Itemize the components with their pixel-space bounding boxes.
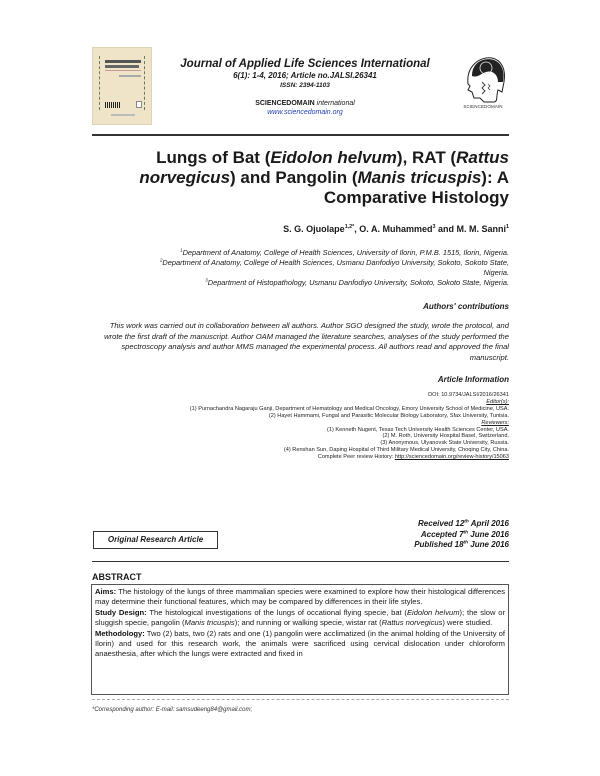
date-ordinal: th: [463, 529, 469, 535]
peer-review-label: Complete Peer review History:: [317, 454, 395, 461]
author-list: S. G. Ojuolape1,2*, O. A. Muhammed3 and …: [92, 224, 509, 234]
author-affiliation-marker: 1: [506, 224, 509, 230]
received-date: Received 12th April 2016: [300, 519, 509, 530]
affiliation-item: 3Department of Histopathology, Usmanu Da…: [92, 278, 509, 288]
aims-label: Aims:: [95, 587, 117, 596]
cover-title-line: [105, 60, 141, 63]
affiliation-text: Department of Histopathology, Usmanu Dan…: [207, 278, 509, 287]
author-name: S. G. Ojuolape: [283, 224, 345, 234]
affiliation-item: 2Department of Anatomy, College of Healt…: [92, 258, 509, 278]
corresponding-author-footnote: *Corresponding author: E-mail: samsudeen…: [92, 707, 253, 713]
editors-label: Editor(s):: [486, 398, 509, 405]
affiliation-text: Department of Anatomy, College of Health…: [162, 258, 509, 277]
date-text: Accepted 7: [420, 529, 464, 539]
author-name: M. M. Sanni: [456, 224, 507, 234]
doi: DOI: 10.9734/JALSI/2016/26341: [428, 392, 509, 398]
aims-text: The histology of the lungs of three mamm…: [95, 587, 505, 607]
journal-title: Journal of Applied Life Sciences Interna…: [180, 58, 430, 70]
affiliation-item: 1Department of Anatomy, College of Healt…: [92, 248, 509, 258]
cover-subtitle-line: [119, 75, 141, 77]
title-species: Eidolon helvum: [270, 148, 397, 167]
title-species: Manis tricuspis: [357, 168, 482, 187]
article-information: DOI: 10.9734/JALSI/2016/26341 Editor(s):…: [92, 392, 509, 461]
journal-volume: 6(1): 1-4, 2016; Article no.JALSI.26341: [233, 71, 377, 80]
author-separator: and: [435, 224, 457, 234]
study-design-text: ); and running or walking specie, wistar…: [234, 618, 382, 628]
cover-footer-line: [111, 114, 135, 116]
publisher-suffix: international: [316, 100, 355, 107]
author-affiliation-marker: 3: [432, 224, 436, 230]
article-title: Lungs of Bat (Eidolon helvum), RAT (Ratt…: [92, 148, 509, 208]
contributions-text: This work was carried out in collaborati…: [104, 321, 509, 362]
publisher-website-link[interactable]: www.sciencedomain.org: [267, 109, 343, 116]
peer-review-link[interactable]: http://sciencedomain.org/review-history/…: [394, 454, 509, 461]
journal-issn: ISSN: 2394-1103: [280, 82, 330, 89]
methodology-label: Methodology:: [95, 628, 145, 638]
species-name: Manis tricuspis: [184, 618, 235, 628]
study-design-label: Study Design:: [95, 607, 147, 617]
editor-item: (2) Hayet Hammami, Fungal and Parasitic …: [268, 412, 509, 419]
abstract-box: Aims: The histology of the lungs of thre…: [91, 584, 509, 695]
affiliation-marker: 1: [180, 247, 183, 253]
study-design-text: ) were studied.: [442, 618, 493, 628]
publication-dates: Received 12th April 2016 Accepted 7th Ju…: [300, 519, 509, 551]
species-name: Eidolon helvum: [406, 607, 460, 617]
methodology-text: Two (2) bats, two (2) rats and one (1) p…: [95, 628, 505, 659]
logo-caption: SCIENCEDOMAIN: [463, 104, 503, 109]
publisher-name: SCIENCEDOMAIN: [255, 100, 315, 107]
footnote-rule: [92, 699, 509, 700]
title-part: ), RAT (: [396, 148, 457, 167]
reviewer-item: (2) M. Roth, University Hospital Basel, …: [382, 433, 509, 440]
head-brain-logo-icon: [467, 57, 505, 103]
author-name: O. A. Muhammed: [359, 224, 433, 234]
cover-spine-left: [99, 56, 100, 110]
date-text: Published 18: [414, 540, 464, 550]
species-name: Rattus norvegicus: [381, 618, 443, 628]
publisher: SCIENCEDOMAIN international: [160, 99, 450, 108]
cover-rule: [105, 70, 141, 71]
editor-item: (1) Purnachandra Nagaraju Ganji, Departm…: [189, 405, 509, 412]
article-information-heading: Article Information: [437, 375, 509, 384]
contributions-heading: Authors' contributions: [423, 302, 509, 311]
title-part: ): A Comparative Histology: [323, 168, 509, 207]
reviewer-item: (4) Renshan Sun, Daping Hospital of Thir…: [283, 447, 509, 454]
published-date: Published 18th June 2016: [300, 540, 509, 551]
affiliation-text: Department of Anatomy, College of Health…: [182, 248, 509, 257]
reviewer-item: (1) Kenneth Nugent, Texas Tech Universit…: [327, 426, 509, 433]
journal-cover-thumbnail: [92, 47, 152, 125]
reviewers-label: Reviewers:: [481, 419, 509, 426]
author-separator: ,: [354, 224, 360, 234]
author-affiliation-marker: 1,2*: [344, 224, 355, 230]
date-ordinal: th: [463, 540, 469, 546]
accepted-date: Accepted 7th June 2016: [300, 530, 509, 541]
barcode-icon: [105, 102, 121, 108]
reviewer-item: (3) Anonymous, Ulyanovsk State Universit…: [380, 440, 509, 447]
affiliation-marker: 3: [205, 277, 208, 283]
study-design-text: The histological investigations of the l…: [146, 607, 407, 617]
abstract-heading: ABSTRACT: [92, 572, 142, 582]
header-rule: [92, 134, 509, 136]
date-text: Received 12: [418, 519, 465, 528]
affiliation-marker: 2: [159, 257, 163, 263]
affiliations: 1Department of Anatomy, College of Healt…: [92, 248, 509, 288]
date-text: June 2016: [468, 540, 509, 550]
date-text: April 2016: [468, 519, 509, 528]
date-text: June 2016: [468, 529, 509, 539]
study-design-text: ); the slow or sluggish specie, pangolin…: [95, 607, 505, 628]
title-part: Lungs of Bat (: [156, 148, 271, 167]
cover-title-line: [105, 65, 139, 68]
journal-header: Journal of Applied Life Sciences Interna…: [160, 57, 450, 117]
title-species: Rattus norvegicus: [139, 148, 509, 187]
title-part: ) and Pangolin (: [230, 168, 358, 187]
cover-badge: [136, 101, 142, 108]
date-ordinal: th: [464, 519, 469, 525]
peer-review-history: Complete Peer review History: http://sci…: [92, 454, 509, 461]
article-type-badge: Original Research Article: [93, 531, 218, 549]
section-rule: [92, 561, 509, 562]
cover-spine-right: [144, 56, 145, 110]
